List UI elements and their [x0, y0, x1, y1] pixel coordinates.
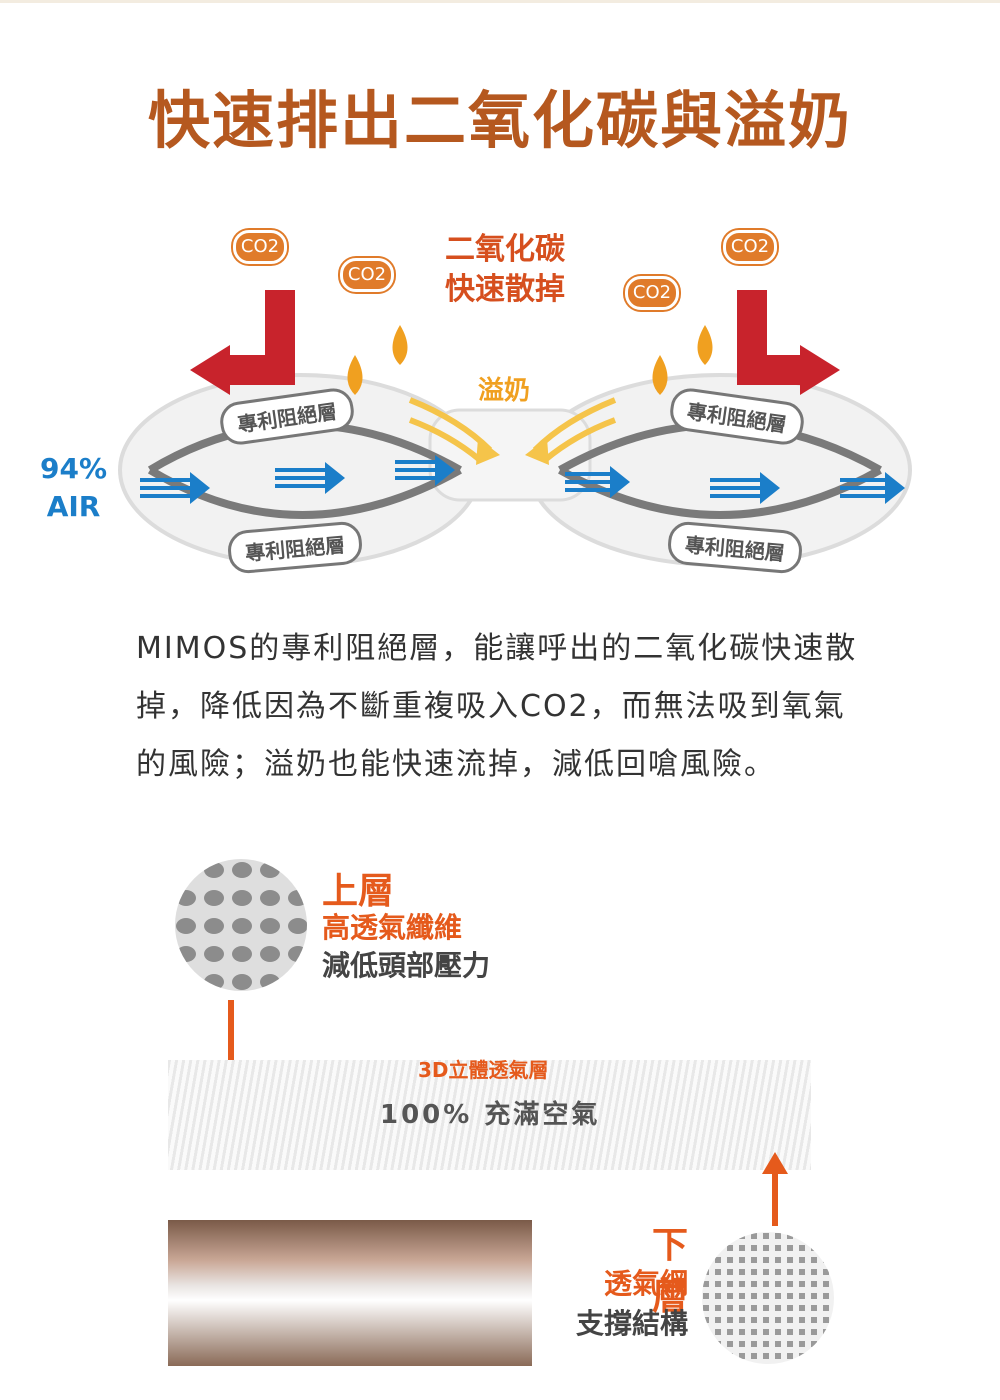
co2-badge: CO2 — [340, 258, 394, 292]
co2-badge: CO2 — [723, 230, 777, 264]
pillow-illustration — [118, 290, 912, 567]
page-title: 快速排出二氧化碳與溢奶 — [147, 84, 852, 157]
upper-layer-heading: 上層 — [322, 871, 395, 912]
milk-drop-2 — [392, 325, 408, 365]
co2-fast-line1: 二氧化碳 — [445, 232, 565, 267]
air-arrows — [140, 455, 905, 504]
lower-layer-heading: 下層 — [651, 1225, 688, 1318]
milk-drop-3 — [652, 355, 668, 395]
co2-arrowhead-right — [800, 345, 840, 395]
co2-fast-label: 二氧化碳 快速散掉 — [420, 230, 590, 310]
co2-arrow-left — [215, 290, 295, 385]
air-percentage: 94% AIR — [40, 450, 107, 526]
patent-layer-curve-left-bottom — [147, 466, 462, 519]
3d-layer-label: 3D立體透氣層 — [418, 1058, 549, 1082]
milk-arrowhead-left — [476, 438, 500, 465]
co2-badge: CO2 — [625, 276, 679, 310]
lower-layer-benefit: 支撐結構 — [575, 1307, 688, 1340]
air-fill-label: 100% 充滿空氣 — [380, 1100, 601, 1130]
milk-arrowhead-right — [525, 438, 549, 465]
upper-layer-feature: 高透氣纖維 — [322, 911, 463, 944]
3d-layer-fabric — [168, 1060, 811, 1170]
co2-arrow-right — [737, 290, 815, 385]
air-percent-value: 94% — [40, 452, 108, 485]
air-label: AIR — [46, 490, 101, 523]
lower-mesh-swatch — [702, 1232, 834, 1364]
lower-layer-feature: 透氣網 — [603, 1267, 688, 1300]
co2-fast-line2: 快速散掉 — [445, 272, 565, 307]
fabric-squeeze-photo — [168, 1220, 532, 1366]
milk-label: 溢奶 — [478, 376, 531, 406]
airflow-diagram: CO2 CO2 CO2 CO2 二氧化碳 快速散掉 溢奶 專利阻絕層 專利阻絕層… — [0, 210, 1000, 590]
milk-drop-1 — [347, 355, 363, 395]
top-divider — [0, 0, 1000, 3]
up-arrow-icon — [762, 1152, 788, 1226]
description-paragraph: MIMOS的專利阻絕層，能讓呼出的二氧化碳快速散掉，降低因為不斷重複吸入CO2，… — [136, 631, 858, 782]
upper-layer-benefit: 減低頭部壓力 — [322, 949, 491, 982]
upper-mesh-swatch — [175, 859, 307, 991]
milk-drop-4 — [697, 325, 713, 365]
co2-arrowhead-left — [190, 345, 230, 395]
co2-badge: CO2 — [233, 230, 287, 264]
